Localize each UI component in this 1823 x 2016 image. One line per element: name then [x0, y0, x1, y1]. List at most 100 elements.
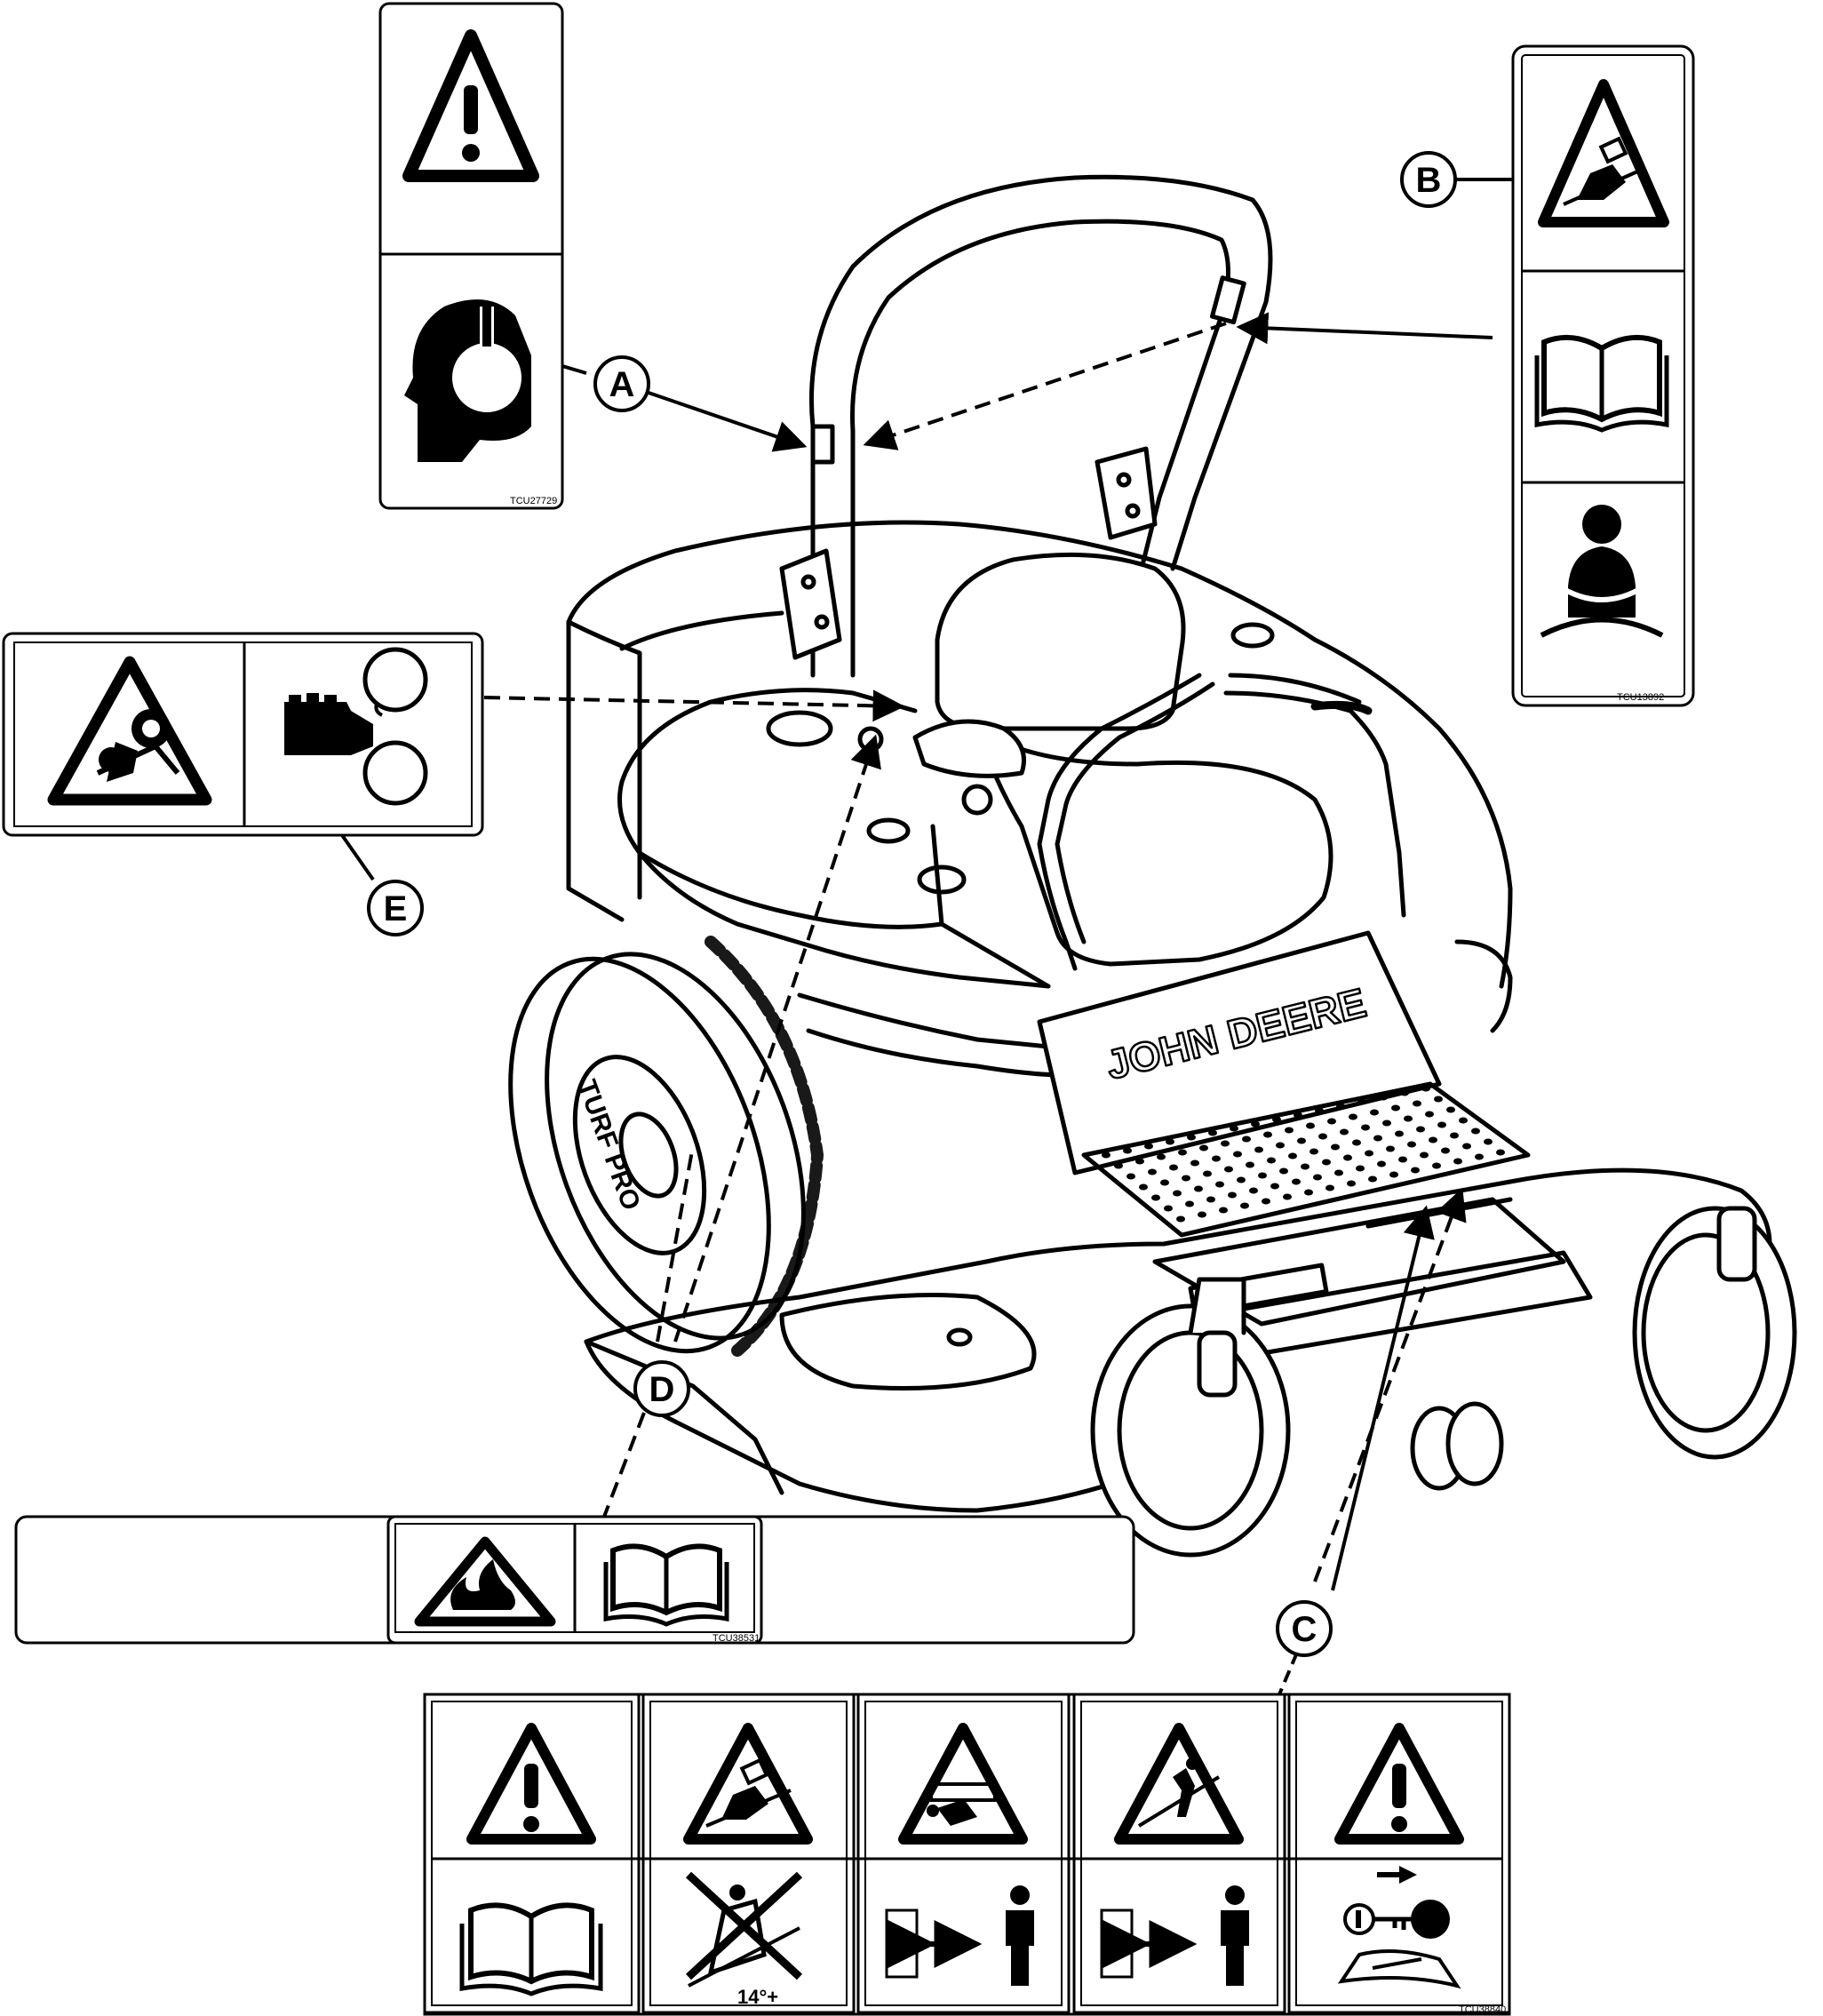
- leader-d-to-flame: [656, 1145, 695, 1343]
- thrown-object-icon: [1114, 1723, 1244, 1845]
- platform-perforation: [1144, 1143, 1153, 1150]
- callout-a: A: [593, 355, 650, 412]
- leader-a-solid: [648, 391, 808, 452]
- platform-perforation: [1173, 1190, 1182, 1197]
- platform-perforation: [1166, 1138, 1174, 1145]
- callout-e-label: E: [384, 889, 408, 928]
- platform-perforation: [1215, 1181, 1224, 1188]
- platform-perforation: [1347, 1180, 1356, 1187]
- leader-a-to-decal: [561, 364, 587, 375]
- platform-perforation: [1434, 1096, 1443, 1103]
- leader-d-dashed-1: [673, 734, 881, 1343]
- rops-decal-b-location: [1209, 275, 1246, 325]
- platform-perforation: [1139, 1183, 1148, 1191]
- platform-perforation: [1292, 1178, 1301, 1185]
- platform-perforation: [1288, 1152, 1297, 1159]
- leader-lines: [340, 178, 1513, 1695]
- platform-perforation: [1413, 1100, 1421, 1107]
- front-panel: JOHN DEERE: [1037, 930, 1442, 1175]
- platform-perforation: [1304, 1189, 1313, 1196]
- remove-key-icon: [1337, 1866, 1461, 1989]
- platform-perforation: [1411, 1167, 1420, 1174]
- platform-perforation: [1187, 1134, 1196, 1141]
- decal-a-code: TCU27729: [510, 496, 557, 506]
- mower-body: [617, 637, 1513, 1078]
- decal-d-code: TCU38531: [712, 1633, 760, 1644]
- left-rear-tire: TURF PRO: [508, 936, 824, 1357]
- platform-perforation: [1237, 1176, 1246, 1183]
- platform-perforation: [1190, 1159, 1199, 1167]
- platform-perforation: [1416, 1126, 1425, 1133]
- platform-perforation: [1262, 1198, 1270, 1205]
- platform-perforation: [1334, 1169, 1343, 1176]
- platform-perforation: [1325, 1184, 1334, 1191]
- platform-perforation: [1272, 1116, 1281, 1123]
- platform-perforation: [1185, 1200, 1194, 1207]
- hearing-protection-icon: [404, 299, 531, 462]
- platform-perforation: [1194, 1185, 1203, 1192]
- platform-perforation: [1198, 1211, 1206, 1218]
- platform-perforation: [1400, 1089, 1409, 1096]
- platform-perforation: [1437, 1121, 1446, 1128]
- leader-c-solid: [1331, 1205, 1435, 1591]
- platform-perforation: [1389, 1171, 1398, 1178]
- platform-perforation: [1267, 1157, 1276, 1164]
- callout-b: B: [1400, 151, 1457, 208]
- platform-perforation: [1407, 1141, 1416, 1148]
- front-left-caster: [1090, 1277, 1291, 1558]
- hand-crush-icon: [284, 647, 428, 806]
- platform-perforation: [1475, 1153, 1484, 1160]
- decal-c: 14°+: [423, 1693, 1511, 2016]
- platform-perforation: [1450, 1132, 1459, 1139]
- belt-entanglement-icon: [47, 656, 212, 806]
- leader-c-dashed: [1313, 1187, 1467, 1582]
- thrown-object-icon: [898, 1723, 1028, 1845]
- platform-perforation: [1164, 1205, 1173, 1212]
- platform-perforation: [1263, 1131, 1272, 1138]
- platform-perforation: [1224, 1166, 1233, 1173]
- platform-perforation: [1297, 1137, 1306, 1144]
- keep-distance-icon: [885, 1885, 1034, 1986]
- warning-triangle-icon: [1334, 1723, 1464, 1845]
- zero-turn-mower-illustration: JOHN DEERE TURF PRO: [508, 174, 1797, 1558]
- platform-perforation: [1365, 1150, 1373, 1157]
- platform-perforation: [1349, 1113, 1357, 1120]
- platform-perforation: [1432, 1162, 1441, 1169]
- platform-perforation: [1285, 1127, 1294, 1134]
- platform-perforation: [1352, 1139, 1361, 1146]
- platform-perforation: [1310, 1148, 1318, 1155]
- rollover-hazard-icon: [683, 1723, 813, 1845]
- warning-triangle-icon: [466, 1723, 596, 1845]
- platform-perforation: [1203, 1170, 1212, 1177]
- platform-perforation: [1429, 1136, 1437, 1143]
- platform-perforation: [1331, 1143, 1340, 1151]
- platform-perforation: [1301, 1163, 1310, 1170]
- platform-perforation: [1404, 1115, 1413, 1122]
- seatbelt-icon: [1540, 505, 1664, 638]
- platform-perforation: [1377, 1160, 1386, 1167]
- platform-perforation: [1151, 1194, 1160, 1201]
- platform-perforation: [1283, 1193, 1292, 1200]
- platform-perforation: [1294, 1112, 1302, 1119]
- leader-b-solid: [1236, 312, 1493, 345]
- platform-perforation: [1102, 1151, 1111, 1159]
- rops-roll-bar: [779, 174, 1273, 678]
- leader-c-to-decal: [1278, 1652, 1299, 1695]
- platform-perforation: [1199, 1144, 1208, 1151]
- platform-perforation: [1221, 1140, 1230, 1147]
- platform-perforation: [1382, 1120, 1391, 1127]
- callout-c-label: C: [1292, 1610, 1317, 1649]
- platform-perforation: [1386, 1145, 1395, 1152]
- platform-perforation: [1258, 1172, 1267, 1179]
- decal-e: [2, 632, 484, 837]
- platform-perforation: [1343, 1154, 1352, 1161]
- foot-platform: [1081, 1081, 1531, 1238]
- platform-perforation: [1327, 1118, 1336, 1125]
- leader-d-dashed-2: [602, 1412, 646, 1518]
- operator-manual-icon: [1534, 334, 1669, 433]
- platform-perforation: [1356, 1165, 1365, 1172]
- platform-perforation: [1254, 1146, 1263, 1153]
- platform-perforation: [1484, 1138, 1493, 1145]
- platform-perforation: [1322, 1159, 1331, 1166]
